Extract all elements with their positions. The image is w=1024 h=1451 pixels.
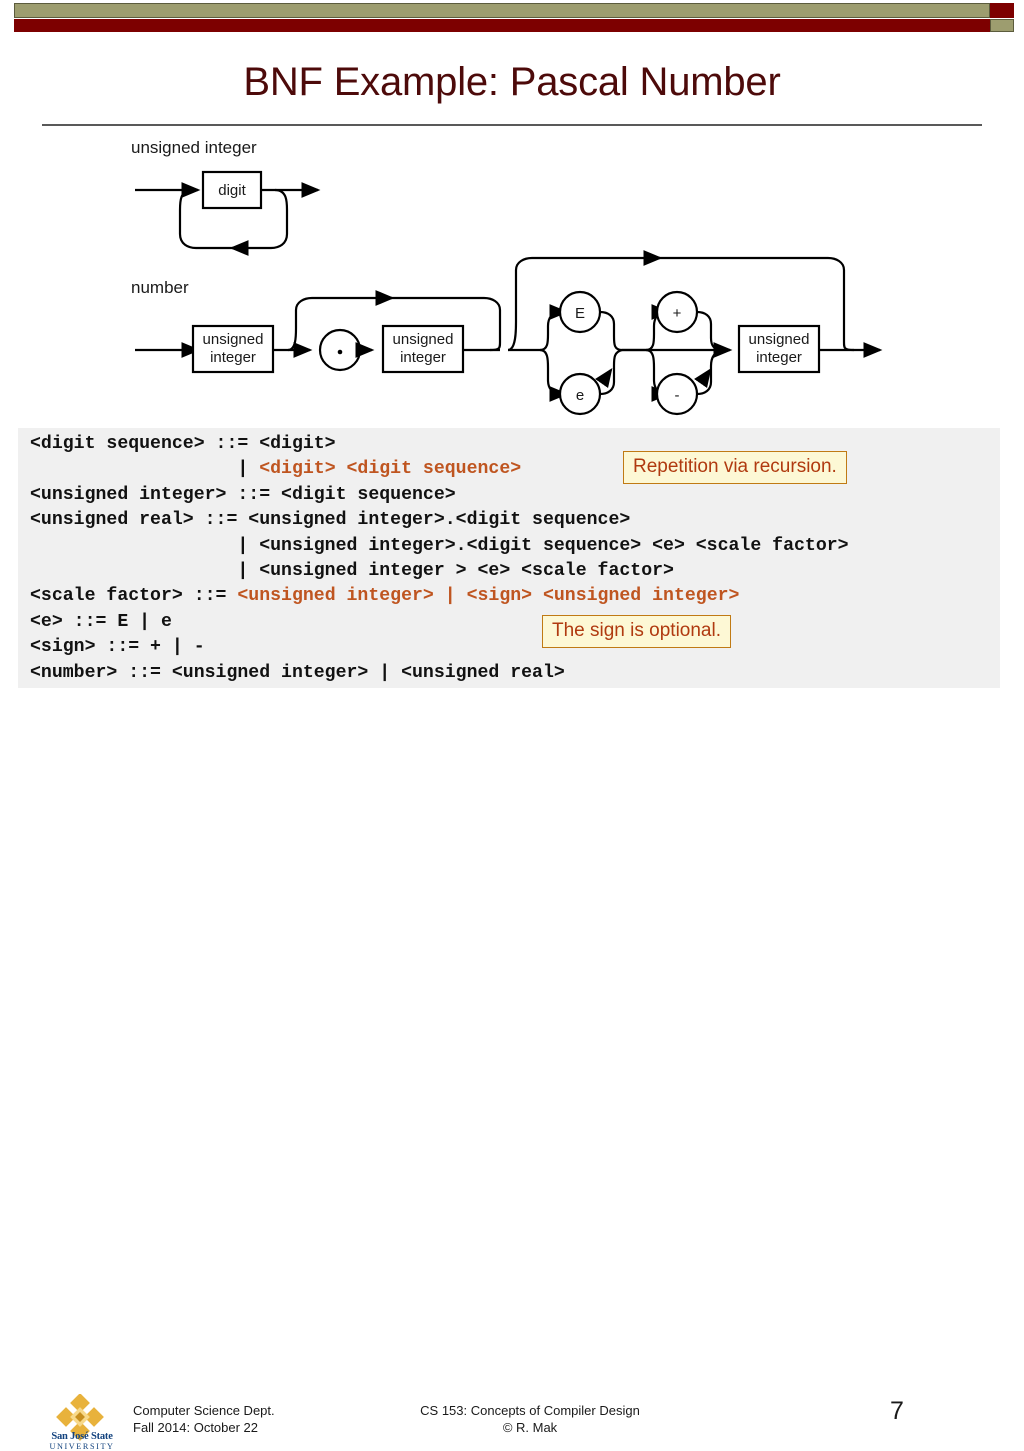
grammar-token-run: <unsigned integer> | <sign> <unsigned in…: [237, 586, 740, 607]
svg-text:E: E: [575, 305, 585, 322]
grammar-token-run: <unsigned real> ::= <unsigned integer>.<…: [30, 510, 631, 531]
grammar-line: <digit sequence> ::= <digit>: [30, 432, 849, 457]
svg-text:digit: digit: [218, 182, 246, 199]
maroon-corner-block: [990, 3, 1014, 18]
footer-left-text: Computer Science Dept. Fall 2014: Octobe…: [133, 1403, 275, 1436]
footer-course: CS 153: Concepts of Compiler Design: [420, 1403, 640, 1418]
grammar-token-run: <e> ::= E | e: [30, 611, 172, 632]
diagram-box-digit: [201, 170, 263, 210]
grammar-line: <scale factor> ::= <unsigned integer> | …: [30, 584, 849, 609]
grammar-token-run: <digit sequence> ::= <digit>: [30, 434, 336, 454]
grammar-token-run: <number> ::= <unsigned integer> | <unsig…: [30, 662, 565, 683]
diagram-label-number: number: [131, 278, 189, 297]
footer-center-text: CS 153: Concepts of Compiler Design © R.…: [380, 1403, 680, 1436]
grammar-line: | <unsigned integer>.<digit sequence> <e…: [30, 534, 849, 559]
diagram-box-unsigned-integer-3: [737, 324, 821, 374]
title-divider: [42, 124, 982, 126]
svg-text:integer: integer: [756, 349, 802, 366]
page-title: BNF Example: Pascal Number: [243, 60, 781, 104]
grammar-token-run: <digit> <digit sequence>: [259, 459, 522, 480]
grammar-line: <unsigned real> ::= <unsigned integer>.<…: [30, 508, 849, 533]
logo-text-university: UNIVERSITY: [49, 1442, 115, 1451]
grammar-line: <sign> ::= + | -: [30, 635, 849, 660]
grammar-token-run: | <unsigned integer>.<digit sequence> <e…: [30, 535, 849, 556]
diagram-label-unsigned-integer: unsigned integer: [131, 138, 257, 157]
svg-text:+: +: [673, 305, 682, 322]
footer-copyright: © R. Mak: [502, 1419, 558, 1435]
olive-bar: [14, 3, 990, 18]
grammar-line: <number> ::= <unsigned integer> | <unsig…: [30, 661, 849, 686]
svg-text:integer: integer: [210, 349, 256, 366]
callout-repetition-via-recursion: Repetition via recursion.: [623, 451, 847, 484]
grammar-token-run: | <unsigned integer > <e> <scale factor>: [30, 561, 674, 582]
slide-footer: San José State UNIVERSITY Computer Scien…: [0, 694, 1024, 1451]
svg-text:unsigned: unsigned: [203, 331, 264, 348]
grammar-token-run: <sign> ::= + | -: [30, 637, 205, 658]
grammar-token-run: |: [30, 459, 260, 480]
svg-text:e: e: [576, 387, 584, 404]
grammar-token-run: <scale factor> ::=: [30, 586, 238, 607]
callout-sign-optional: The sign is optional.: [542, 615, 731, 648]
maroon-bar: [14, 19, 990, 32]
grammar-token-run: <unsigned integer> ::= <digit sequence>: [30, 484, 456, 505]
svg-text:integer: integer: [400, 349, 446, 366]
grammar-line: <e> ::= E | e: [30, 610, 849, 635]
diagram-box-unsigned-integer-2: [381, 324, 465, 374]
diagram-box-unsigned-integer-1: [191, 324, 275, 374]
olive-corner-block: [990, 19, 1014, 32]
bnf-grammar-code: <digit sequence> ::= <digit> | <digit> <…: [30, 432, 849, 686]
grammar-line: | <unsigned integer > <e> <scale factor>: [30, 559, 849, 584]
bnf-grammar-panel: <digit sequence> ::= <digit> | <digit> <…: [18, 428, 1000, 688]
slide-top-decoration: [0, 0, 1024, 34]
svg-text:unsigned: unsigned: [393, 331, 454, 348]
grammar-line: | <digit> <digit sequence>: [30, 457, 849, 482]
syntax-diagram-area: unsigned integer digit number unsigned i…: [0, 130, 1024, 420]
svg-text:-: -: [675, 387, 680, 404]
footer-term: Fall 2014: October 22: [133, 1419, 259, 1435]
logo-text-sjsu: San José State: [51, 1431, 113, 1442]
grammar-line: <unsigned integer> ::= <digit sequence>: [30, 483, 849, 508]
svg-text:unsigned: unsigned: [749, 331, 810, 348]
footer-dept: Computer Science Dept.: [133, 1403, 275, 1418]
page-number: 7: [890, 1397, 904, 1425]
